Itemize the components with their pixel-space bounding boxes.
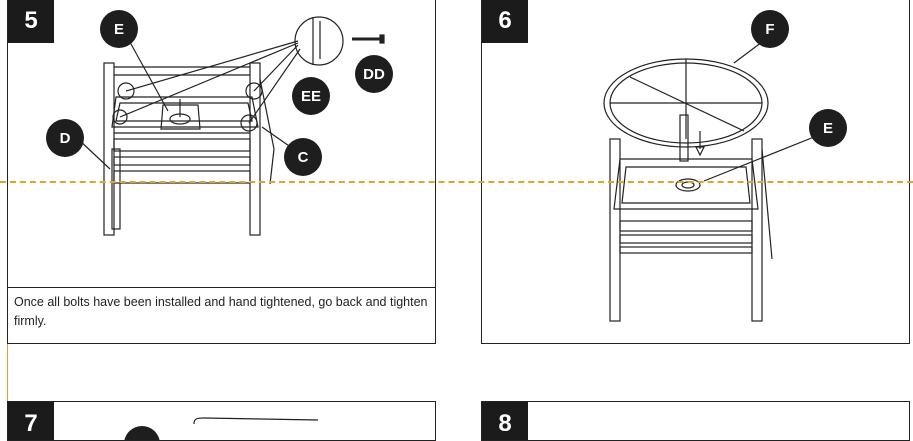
step-5-illustration xyxy=(77,16,385,236)
step-8-number: 8 xyxy=(482,402,528,440)
step-6-panel: 6 xyxy=(481,0,910,344)
callout-d: D xyxy=(46,119,84,157)
callout-dd: DD xyxy=(355,55,393,93)
step-6-illustration xyxy=(603,38,825,322)
fold-guide-dashed-line xyxy=(0,181,913,183)
step-7-panel: 7 xyxy=(7,401,436,441)
callout-e: E xyxy=(809,109,847,147)
step-5-caption: Once all bolts have been installed and h… xyxy=(8,287,435,343)
step-6-number: 6 xyxy=(482,0,528,43)
callout-ee: EE xyxy=(292,77,330,115)
step-7-illustration xyxy=(124,417,319,440)
step-8-panel: 8 xyxy=(481,401,910,441)
step-5-panel: 5 xyxy=(7,0,436,344)
callout-c: C xyxy=(284,138,322,176)
callout-e: E xyxy=(100,10,138,48)
callout-f: F xyxy=(751,10,789,48)
step-5-number: 5 xyxy=(8,0,54,43)
